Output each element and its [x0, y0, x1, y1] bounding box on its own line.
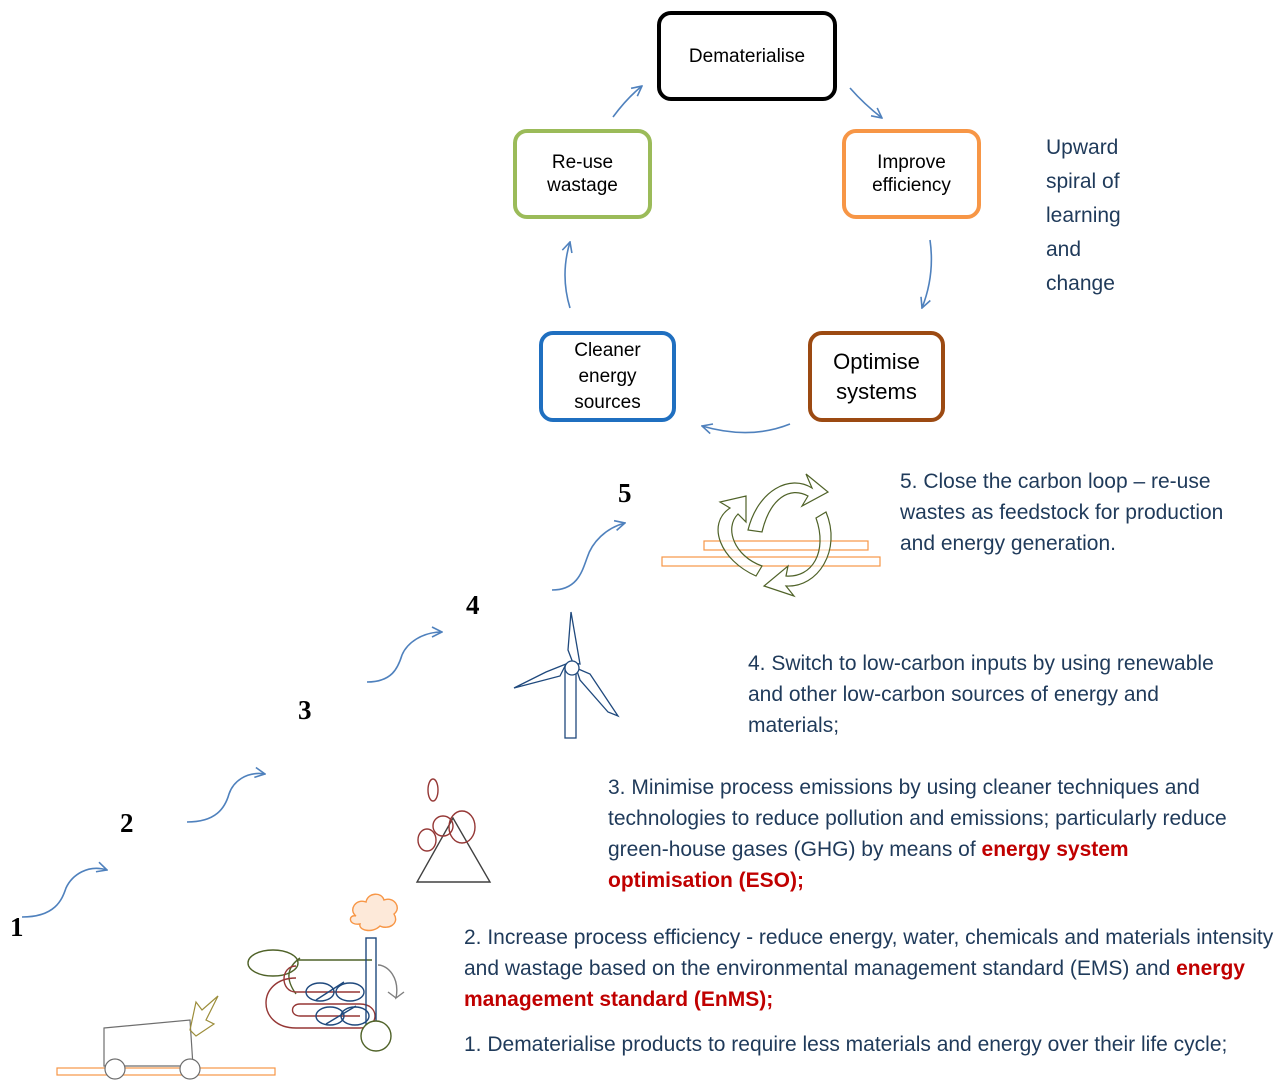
cycle-arrow-cleaner-to-reuse — [565, 242, 570, 309]
step-3-emphasis: energy system optimisation (ESO); — [608, 838, 1129, 892]
step-arrow-3-to-4 — [366, 632, 442, 683]
box-improve-efficiency-label: Improve efficiency — [872, 152, 951, 196]
step-arrow-2-to-3 — [186, 774, 265, 823]
wind-turbine-icon — [513, 611, 620, 739]
step-3-description: 3. Minimise process emissions by using c… — [608, 772, 1258, 896]
step-number-2: 2 — [120, 808, 134, 838]
step-2-emphasis: energy management standard (EnMS); — [464, 957, 1245, 1011]
box-cleaner-energy-label: Cleaner energy sources — [574, 339, 641, 413]
recycle-loop-icon — [661, 473, 881, 598]
box-reuse-wastage: Re-use wastage — [513, 129, 652, 219]
cycle-arrow-improve-to-optimise — [922, 239, 933, 308]
cycle-arrow-optimise-to-cleaner — [702, 424, 791, 433]
step-2-text: 2. Increase process efficiency - reduce … — [464, 926, 1274, 980]
cycle-arrow-reuse-to-dematerialise — [612, 86, 642, 118]
step-number-4: 4 — [466, 590, 480, 620]
box-reuse-wastage-label: Re-use wastage — [547, 152, 618, 196]
box-optimise-systems: Optimise systems — [808, 331, 945, 422]
step-2-description: 2. Increase process efficiency - reduce … — [464, 922, 1274, 1015]
step-4-description: 4. Switch to low-carbon inputs by using … — [748, 648, 1228, 741]
step-4-text: 4. Switch to low-carbon inputs by using … — [748, 652, 1214, 737]
step-1-text: 1. Dematerialise products to require les… — [464, 1033, 1228, 1056]
step-3-text: 3. Minimise process emissions by using c… — [608, 776, 1227, 861]
step-1-description: 1. Dematerialise products to require les… — [464, 1029, 1264, 1060]
truck-icon — [56, 995, 276, 1080]
step-arrow-4-to-5 — [551, 523, 625, 591]
box-dematerialise: Dematerialise — [657, 11, 837, 101]
box-dematerialise-label: Dematerialise — [688, 45, 806, 67]
box-optimise-systems-label: Optimise systems — [833, 348, 920, 404]
box-improve-efficiency: Improve efficiency — [842, 129, 981, 219]
upward-spiral-note: Upward spiral of learning and change — [1046, 136, 1121, 295]
box-cleaner-energy: Cleaner energy sources — [539, 331, 676, 422]
step-arrow-1-to-2 — [21, 868, 107, 918]
step-number-5: 5 — [618, 478, 632, 508]
process-loops-icon — [247, 893, 405, 1052]
step-number-3: 3 — [298, 695, 312, 725]
step-5-text: 5. Close the carbon loop – re-use wastes… — [900, 470, 1224, 555]
volcano-emissions-icon — [415, 778, 492, 883]
cycle-arrow-dematerialise-to-improve — [849, 87, 882, 118]
step-number-1: 1 — [10, 912, 24, 942]
step-5-description: 5. Close the carbon loop – re-use wastes… — [900, 466, 1230, 559]
